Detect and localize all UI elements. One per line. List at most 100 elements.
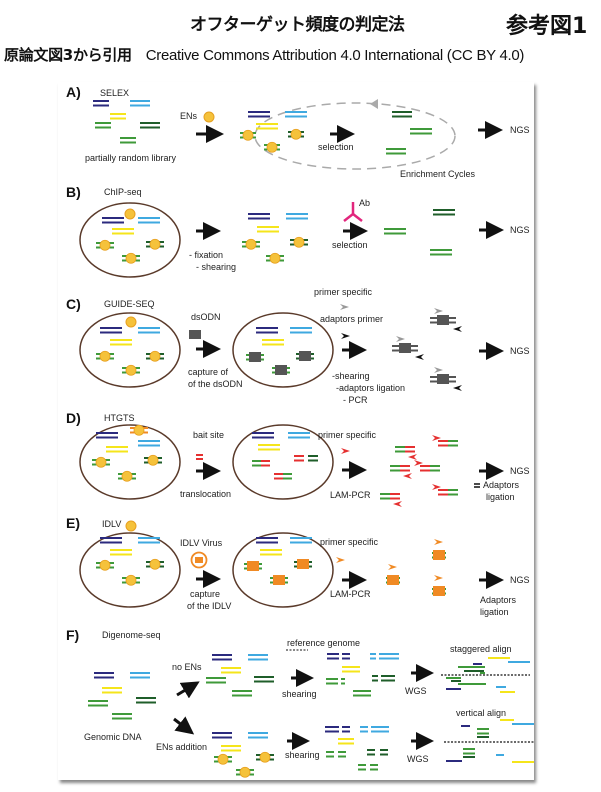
nuclease-icon — [149, 558, 161, 570]
dna-duplex-icon — [358, 764, 366, 771]
primer-icon — [453, 326, 462, 332]
dna-duplex-icon — [353, 690, 371, 697]
primer-icon — [336, 557, 345, 563]
dna-duplex-icon — [341, 678, 345, 685]
primer-icon — [396, 336, 405, 342]
dna-duplex-icon — [392, 343, 418, 353]
dna-duplex-icon — [93, 100, 109, 107]
cycles-label: Enrichment Cycles — [400, 169, 476, 179]
dna-duplex-icon — [325, 726, 339, 733]
shearing-label: shearing — [282, 689, 317, 699]
dna-duplex-icon — [146, 558, 164, 570]
dna-duplex-icon — [92, 456, 110, 468]
panel-f-digenome: F) Digenome-seq Genomic DNA no ENs ENs a… — [66, 627, 534, 778]
dna-duplex-icon — [146, 238, 164, 250]
dna-duplex-icon — [379, 653, 399, 660]
dna-duplex-icon — [120, 137, 136, 144]
ens-addition-label: ENs addition — [156, 742, 207, 752]
panel-letter: B) — [66, 184, 81, 200]
dna-duplex-icon — [212, 732, 232, 739]
dna-duplex-icon — [262, 339, 284, 346]
dna-duplex-icon — [367, 749, 375, 756]
license-text: Creative Commons Attribution 4.0 Interna… — [145, 47, 525, 64]
dna-duplex-icon — [338, 751, 346, 758]
idlv-insert-icon — [433, 550, 445, 560]
dna-duplex-icon — [260, 549, 282, 556]
nuclease-icon — [121, 470, 133, 482]
dna-duplex-icon — [256, 537, 278, 544]
nuclease-icon — [242, 129, 254, 141]
capture-label-2: of the IDLV — [187, 601, 231, 611]
dna-duplex-icon — [96, 350, 114, 362]
enrichment-cycle-icon — [254, 102, 456, 170]
genomic-label: Genomic DNA — [84, 732, 142, 742]
dna-duplex-icon — [214, 753, 232, 765]
dna-duplex-icon — [288, 432, 310, 439]
dna-duplex-icon — [212, 654, 232, 661]
primer-icon — [393, 501, 402, 507]
primer-icon — [415, 354, 424, 360]
reference-genome-label: reference genome — [287, 638, 360, 648]
nuclease-icon — [269, 252, 281, 264]
idlv-insert-icon — [433, 586, 445, 596]
adaptor-icon — [474, 483, 480, 488]
dna-duplex-icon — [96, 559, 114, 571]
dna-duplex-icon — [102, 217, 124, 224]
title-text: オフターゲット頻度の判定法 — [190, 15, 405, 35]
dna-duplex-icon — [438, 489, 458, 496]
panel-letter: D) — [66, 410, 81, 426]
primer-icon — [408, 454, 417, 460]
dna-duplex-icon — [102, 687, 122, 694]
dna-duplex-icon — [372, 675, 378, 682]
dna-duplex-icon — [290, 236, 308, 248]
dna-duplex-icon — [432, 550, 446, 560]
dna-with-idlv — [244, 537, 312, 585]
dna-duplex-icon — [110, 339, 132, 346]
idlv-insert-icon — [247, 561, 259, 571]
primer-specific-label: primer specific — [318, 430, 377, 440]
dna-duplex-icon — [296, 351, 314, 361]
nuclease-icon — [125, 520, 137, 532]
staggered-reads — [446, 657, 530, 693]
panel-c-guideseq: C) GUIDE-SEQ dsODN capture of of the dsO… — [66, 287, 530, 405]
dna-ens-added — [212, 732, 274, 778]
primer-icon — [432, 435, 441, 441]
panel-a-selex: A) SELEX partially random library ENs se… — [66, 84, 530, 179]
panel-letter: A) — [66, 84, 81, 100]
cell-icon — [79, 202, 181, 278]
dna-duplex-icon — [122, 574, 140, 586]
dna-duplex-icon — [371, 726, 389, 733]
dna-duplex-icon — [244, 561, 262, 571]
dna-duplex-icon — [248, 213, 270, 220]
dsodn-insert-icon — [399, 343, 411, 353]
panel-name: Digenome-seq — [102, 630, 161, 640]
dna-duplex-icon — [326, 751, 334, 758]
dna-duplex-icon — [463, 748, 475, 755]
nuclease-icon — [217, 753, 229, 765]
ens-label: ENs — [180, 111, 198, 121]
dna-duplex-icon — [257, 226, 279, 233]
wgs-label: WGS — [405, 686, 427, 696]
dna-duplex-icon — [258, 444, 280, 451]
dna-duplex-icon — [206, 677, 226, 684]
ngs-label: NGS — [510, 575, 530, 585]
dna-duplex-icon — [122, 364, 140, 376]
dna-duplex-icon — [327, 653, 339, 660]
nuclease-icon — [99, 559, 111, 571]
ngs-label: NGS — [510, 225, 530, 235]
selection-label: selection — [332, 240, 368, 250]
adaptors-primer-label: adaptors primer — [320, 314, 383, 324]
dna-duplex-icon — [380, 749, 388, 756]
dna-duplex-icon — [95, 122, 111, 129]
dna-duplex-icon — [395, 446, 415, 453]
primer-icon — [432, 484, 441, 490]
dna-duplex-icon — [438, 440, 458, 447]
primer-specific-label: primer specific — [314, 287, 373, 297]
dna-in-cell — [92, 424, 162, 482]
dna-duplex-icon — [130, 424, 148, 436]
dna-duplex-icon — [270, 575, 288, 585]
adaptors-label-2: ligation — [480, 607, 509, 617]
adapted-fragments — [392, 308, 462, 391]
idlv-insert-icon — [297, 559, 309, 569]
dna-duplex-icon — [342, 726, 350, 733]
